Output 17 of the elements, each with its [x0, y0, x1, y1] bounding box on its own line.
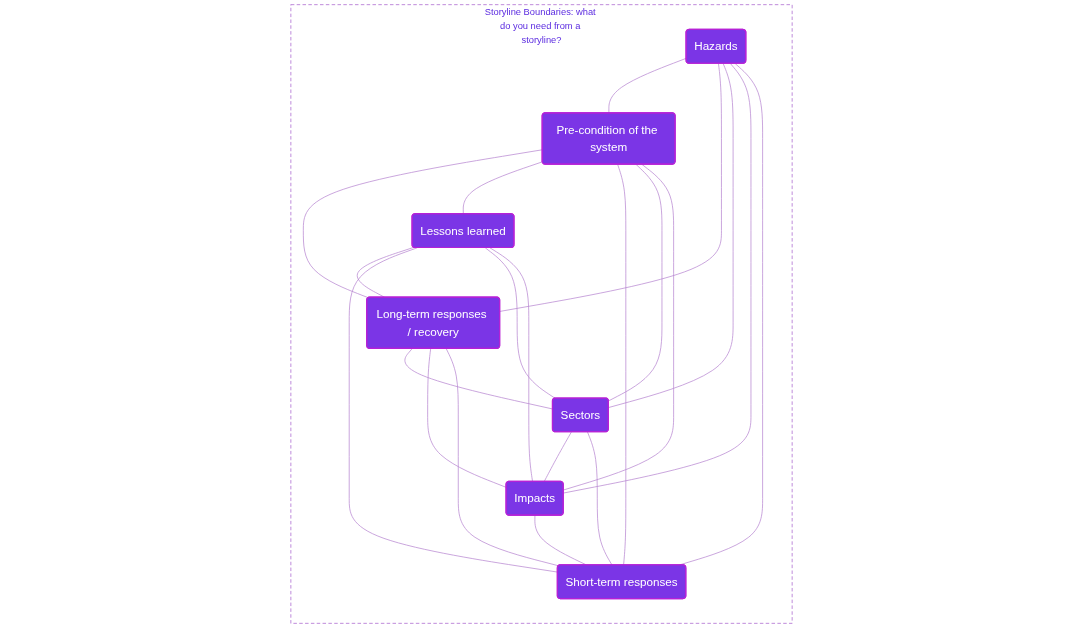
connector	[563, 63, 752, 494]
connector	[462, 161, 543, 215]
connector	[608, 57, 687, 114]
connector	[484, 247, 556, 399]
connector	[489, 247, 533, 482]
connector	[427, 348, 507, 488]
connector	[302, 149, 543, 299]
connector	[445, 348, 559, 567]
connector	[543, 431, 572, 482]
connector	[348, 247, 558, 573]
connector	[563, 164, 674, 491]
connector	[356, 247, 415, 298]
connector	[617, 164, 627, 566]
connector	[499, 63, 722, 312]
connector	[587, 431, 613, 566]
connector	[608, 164, 663, 402]
connector	[608, 63, 734, 408]
